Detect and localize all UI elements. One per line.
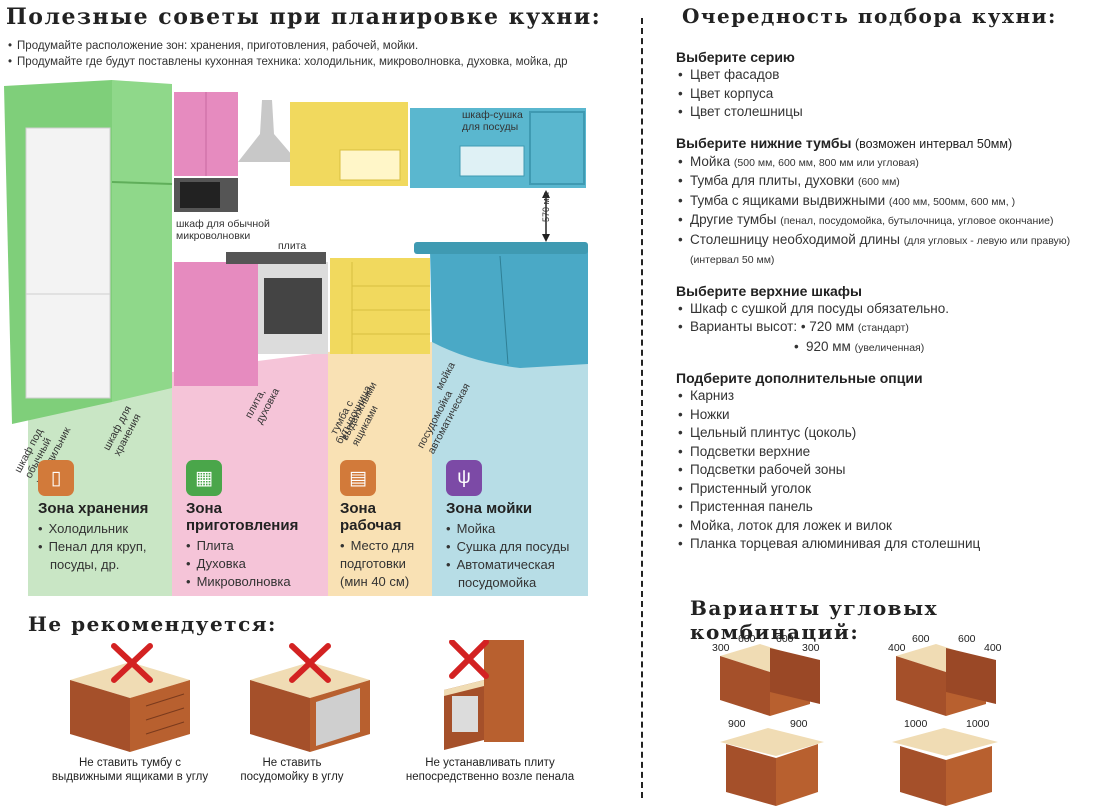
zone-storage: ▯ Зона хранения Холодильник Пенал для кр… [38, 460, 172, 574]
fork-knife-icon: ψ [446, 460, 482, 496]
dim-label: 600 [776, 633, 794, 645]
zone-item: Плита [186, 537, 326, 555]
step-item: Планка торцевая алюминивая для столешниц [676, 535, 1091, 554]
zone-band-work [328, 342, 432, 596]
step-item: Пристенная панель [676, 498, 1091, 517]
cutting-board-icon: ▤ [340, 460, 376, 496]
warning-dishwasher-corner: Не ставить посудомойку в углу [240, 757, 344, 783]
zone-item-cont: подготовки (мин 40 см) [340, 556, 410, 589]
dim-label: 300 [712, 642, 730, 654]
zone-item: Пенал для круп, [38, 538, 172, 556]
zone-title: Зона приготовления [186, 500, 299, 534]
step-item: Подсветки рабочей зоны [676, 461, 1091, 480]
kitchen-drawing [4, 80, 588, 596]
zone-cooking: ▦ Зона приготовления Плита Духовка Микро… [186, 460, 326, 591]
section-heading: Выберите нижние тумбы (возможен интервал… [676, 134, 1013, 151]
zone-title: Зона мойки [446, 500, 533, 517]
zone-item: Сушка для посуды [446, 538, 588, 556]
kitchen-illustration: шкаф-сушка для посуды шкаф для обычной м… [0, 72, 640, 602]
right-title: Очередность подбора кухни: [682, 4, 1057, 28]
step-item: Другие тумбы (пенал, посудомойка, бутыло… [676, 211, 1091, 231]
step-item: Мойка (500 мм, 600 мм, 800 мм или углова… [676, 153, 1091, 173]
section-heading: Подберите дополнительные опции [676, 370, 923, 386]
yellow-lower-cabinet [330, 258, 430, 354]
zone-item: Микроволновка [186, 573, 326, 591]
zone-item: Место для [340, 537, 430, 555]
dim-label: 600 [738, 633, 756, 645]
step-item: Цвет корпуса [676, 85, 1091, 104]
left-title: Полезные советы при планировке кухни: [6, 4, 602, 30]
zone-item: Мойка [446, 520, 588, 538]
dim-label: 900 [728, 718, 746, 730]
tips-list: Продумайте расположение зон: хранения, п… [8, 38, 567, 70]
zone-title: Зона рабочая [340, 500, 402, 534]
step-item-note: (интервал 50 мм) [690, 254, 775, 266]
section-heading: Выберите верхние шкафы [676, 282, 862, 299]
step-item: Карниз [676, 387, 1091, 406]
zone-work: ▤ Зона рабочая Место для подготовки (мин… [340, 460, 430, 591]
step-item: Цвет столешницы [676, 103, 1091, 122]
not-recommended-drawings [70, 640, 524, 752]
zone-band-cooking [172, 352, 328, 596]
zone-item: Холодильник [38, 520, 172, 538]
warning-stove-pencil: Не устанавливать плиту непосредственно в… [405, 757, 575, 783]
dim-label: 1000 [966, 718, 990, 730]
step-item: Варианты высот: • 720 мм (стандарт) [676, 318, 1091, 338]
corner-combos-title: Варианты угловых комбинаций: [690, 596, 939, 644]
countertop [414, 242, 588, 254]
tip-item: Продумайте расположение зон: хранения, п… [8, 38, 567, 54]
range-hood [238, 100, 298, 162]
step-item: Пристенный уголок [676, 480, 1091, 499]
step-item: Цвет фасадов [676, 66, 1091, 85]
tip-item: Продумайте где будут поставлены кухонная… [8, 54, 567, 70]
fridge-icon: ▯ [38, 460, 74, 496]
zone-item-cont: посуды, др. [50, 557, 120, 572]
dim-label: 400 [888, 642, 906, 654]
blue-lower-cabinet [430, 250, 588, 368]
cooktop [226, 252, 326, 264]
label-stove: плита [278, 240, 307, 252]
zone-item: Автоматическая [446, 556, 588, 574]
zone-item: Духовка [186, 555, 326, 573]
dim-label: 600 [958, 633, 976, 645]
step-item: Цельный плинтус (цоколь) [676, 424, 1091, 443]
fridge [25, 127, 111, 399]
step-item: Тумба с ящиками выдвижными (400 мм, 500м… [676, 192, 1091, 212]
dim-label: 300 [802, 642, 820, 654]
zone-sink: ψ Зона мойки Мойка Сушка для посуды Авто… [446, 460, 588, 592]
pink-lower-cabinet [174, 262, 258, 386]
zone-item-cont: посудомойка [458, 575, 537, 590]
step-item: Шкаф с сушкой для посуды обязательно. [676, 300, 1091, 319]
label-microwave-cabinet: шкаф для обычной микроволновки [176, 218, 270, 242]
zone-title: Зона хранения [38, 500, 149, 517]
dim-label: 1000 [904, 718, 928, 730]
warning-drawers-corner: Не ставить тумбу с выдвижными ящиками в … [51, 757, 209, 783]
step-item: Мойка, лоток для ложек и вилок [676, 517, 1091, 536]
selection-steps: Выберите серию Цвет фасадов Цвет корпуса… [676, 48, 1091, 554]
step-item: Ножки [676, 406, 1091, 425]
step-item: Тумба для плиты, духовки (600 мм) [676, 172, 1091, 192]
step-item: Столешницу необходимой длины (для угловы… [676, 231, 1091, 251]
dim-label: 900 [790, 718, 808, 730]
not-recommended-title: Не рекомендуется: [28, 612, 277, 636]
stove-icon: ▦ [186, 460, 222, 496]
section-heading: Выберите серию [676, 49, 795, 65]
step-item: 920 мм (увеличенная) [676, 338, 1091, 358]
dim-label: 600 [912, 633, 930, 645]
column-divider [641, 18, 643, 798]
label-height: 570 мм [541, 192, 551, 222]
dim-label: 400 [984, 642, 1002, 654]
step-item: Подсветки верхние [676, 443, 1091, 462]
label-dryer-cabinet: шкаф-сушка для посуды [462, 109, 523, 133]
corner-combos-drawings [720, 644, 998, 806]
